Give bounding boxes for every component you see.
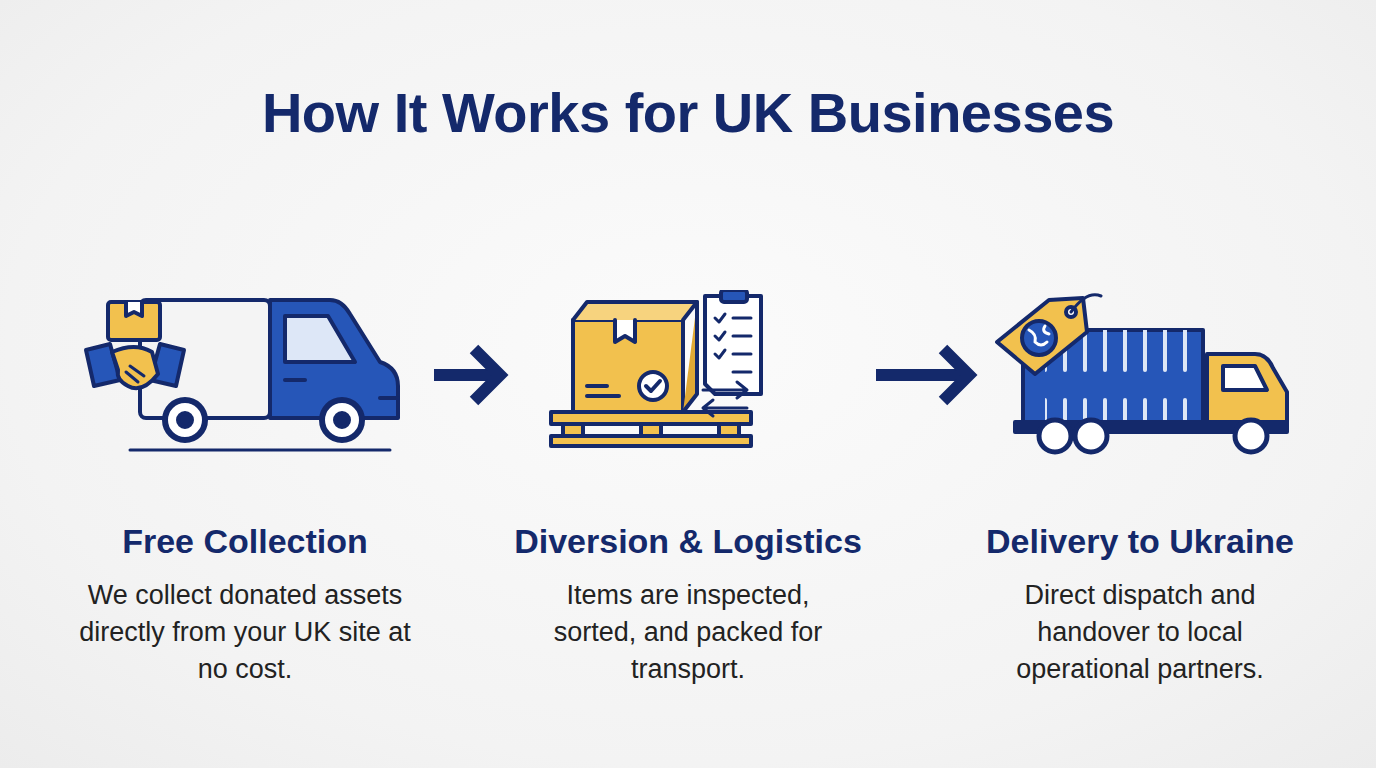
box-pallet-icon (523, 290, 853, 460)
van-icon (80, 290, 410, 460)
diagram-title: How It Works for UK Businesses (0, 80, 1376, 145)
step-node: Diversion & LogisticsItems are inspected… (506, 290, 870, 688)
step-heading: Delivery to Ukraine (975, 522, 1305, 561)
step-description: We collect donated assets directly from … (70, 577, 420, 688)
step-node: Free Collection We collect donated assets… (62, 290, 428, 688)
step-heading: Diversion & Logistics (506, 522, 870, 561)
step-description: Direct dispatch and handover to local op… (990, 577, 1290, 688)
step-node: Delivery to UkraineDirect dispatch and h… (975, 290, 1305, 688)
step-texts: Delivery to UkraineDirect dispatch and h… (975, 522, 1305, 688)
flow-arrow (434, 349, 500, 401)
flow-arrow (876, 349, 969, 401)
step-texts: Diversion & LogisticsItems are inspected… (506, 522, 870, 688)
truck-icon (975, 290, 1305, 460)
step-description: Items are inspected, sorted, and packed … (538, 577, 838, 688)
step-heading: Free Collection (62, 522, 428, 561)
step-texts: Free Collection We collect donated assets… (62, 522, 428, 688)
